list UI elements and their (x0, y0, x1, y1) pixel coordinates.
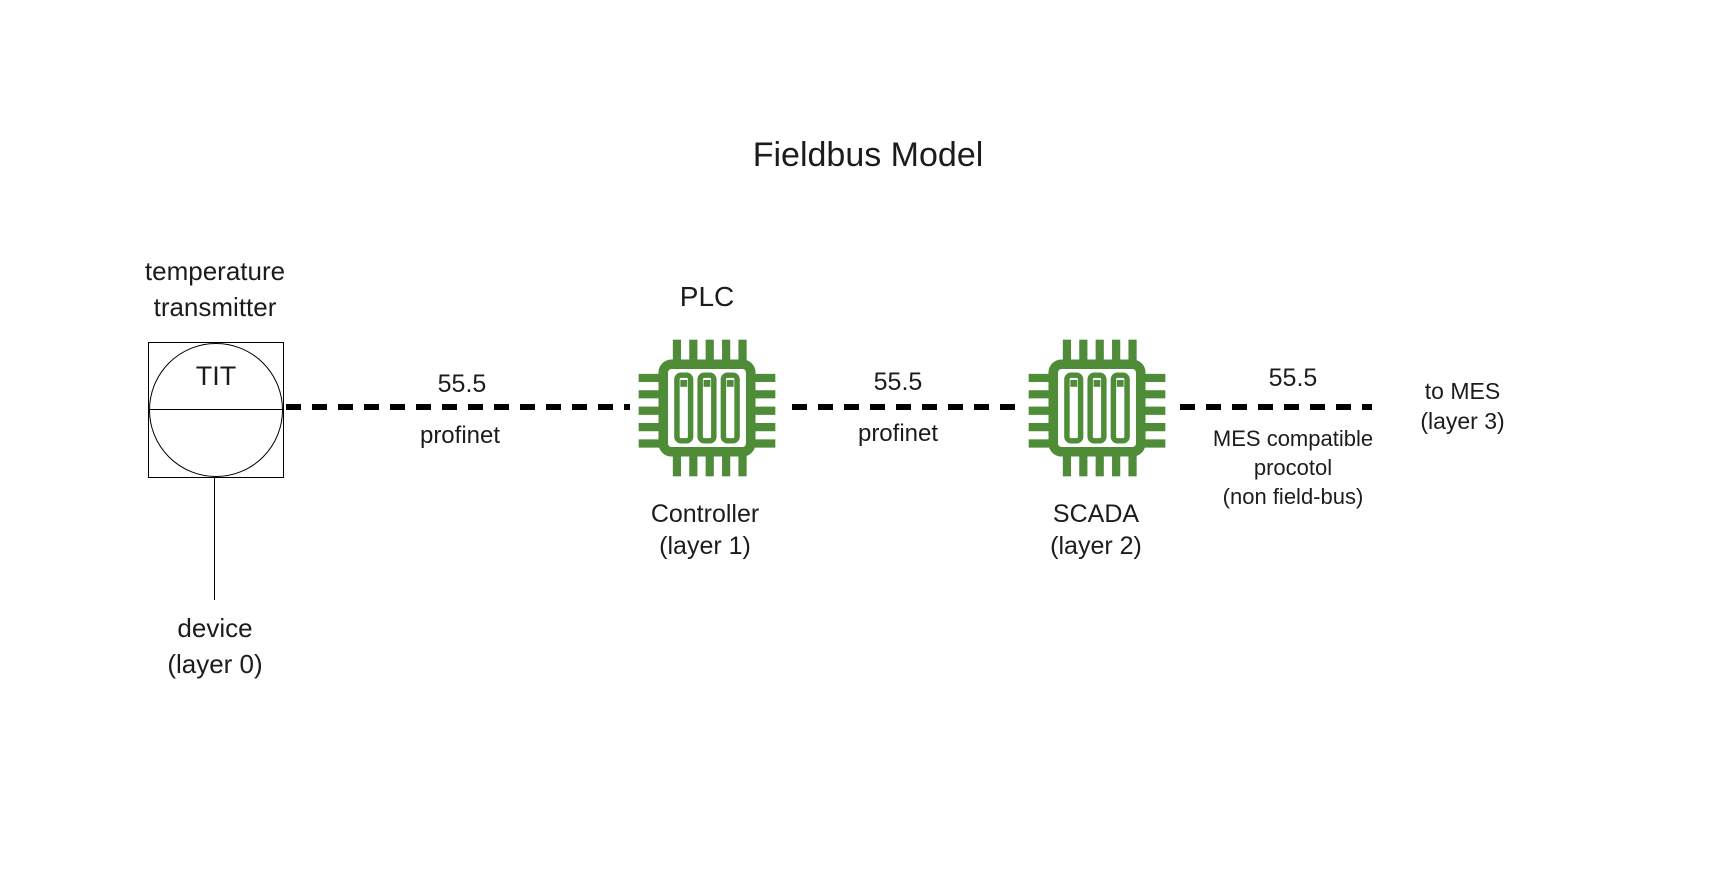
instrument-midline (149, 409, 283, 410)
link3-protocol-line1: MES compatible (1212, 426, 1374, 451)
transmitter-label-line1: temperature (144, 256, 286, 286)
link2-protocol-label: profinet (857, 420, 939, 447)
transmitter-label-line2: transmitter (153, 292, 277, 322)
mes-endpoint-line2: (layer 3) (1420, 408, 1505, 434)
scada-caption-line2: (layer 2) (1050, 532, 1142, 560)
scada-caption: SCADA (layer 2) (986, 498, 1206, 562)
device-caption: device (layer 0) (115, 610, 315, 682)
plc-chip-icon (638, 339, 776, 477)
device-caption-line2: (layer 0) (167, 649, 263, 679)
plc-title: PLC (679, 281, 735, 312)
device-caption-line1: device (177, 613, 253, 643)
plc-caption-line2: (layer 1) (659, 532, 751, 560)
plc-caption: Controller (layer 1) (595, 498, 815, 562)
link2-value: 55.5 (873, 368, 923, 396)
bus-line-scada-mes (1180, 404, 1372, 410)
scada-chip-icon (1028, 339, 1166, 477)
transmitter-label: temperature transmitter (95, 253, 335, 325)
instrument-tag: TIT (195, 361, 237, 391)
diagram-title: Fieldbus Model (752, 136, 984, 174)
plc-caption-line1: Controller (650, 500, 760, 528)
mes-endpoint-line1: to MES (1424, 378, 1501, 404)
link3-protocol-label: MES compatible procotol (non field-bus) (1193, 424, 1393, 511)
scada-caption-line1: SCADA (1052, 500, 1140, 528)
link1-protocol-label: profinet (419, 422, 501, 449)
link1-value: 55.5 (437, 370, 487, 398)
mes-endpoint-label: to MES (layer 3) (1380, 376, 1545, 436)
link3-protocol-line2: procotol (1253, 455, 1333, 480)
instrument-circle (149, 343, 283, 477)
link3-value: 55.5 (1268, 364, 1318, 392)
bus-line-plc-scada (792, 404, 1018, 410)
device-stem-line (214, 478, 215, 600)
bus-line-transmitter-plc (286, 404, 630, 410)
link3-protocol-line3: (non field-bus) (1222, 484, 1364, 509)
temperature-transmitter-symbol: TIT (148, 342, 284, 478)
